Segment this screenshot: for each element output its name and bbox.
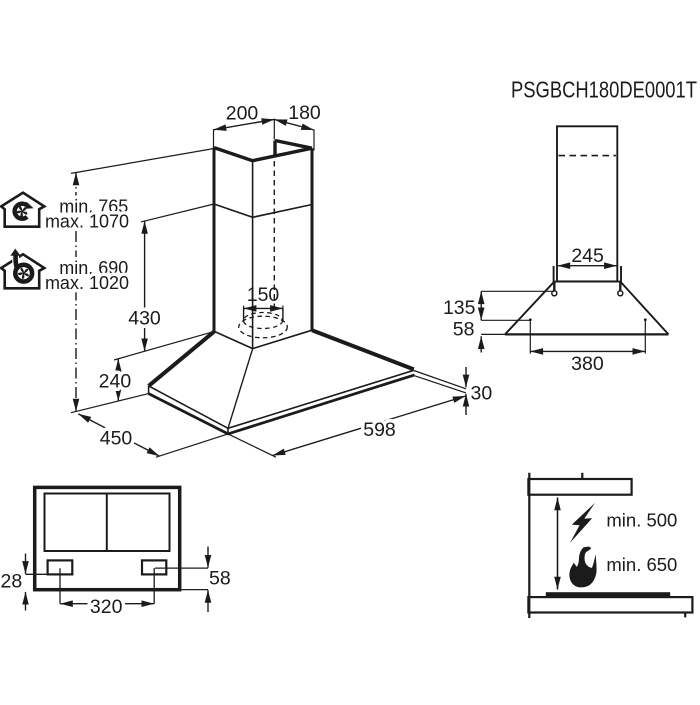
svg-text:150: 150: [247, 284, 280, 306]
svg-text:58: 58: [453, 318, 475, 340]
svg-text:180: 180: [288, 102, 321, 124]
svg-text:58: 58: [209, 568, 231, 590]
svg-text:max. 1020: max. 1020: [45, 273, 129, 293]
svg-text:min. 650: min. 650: [606, 554, 677, 575]
svg-text:200: 200: [226, 103, 259, 125]
svg-text:320: 320: [90, 596, 123, 618]
svg-text:min. 690: min. 690: [59, 258, 128, 278]
svg-text:30: 30: [471, 383, 493, 405]
svg-text:430: 430: [128, 308, 161, 330]
svg-text:450: 450: [100, 428, 133, 450]
svg-text:PSGBCH180DE0001T: PSGBCH180DE0001T: [511, 76, 697, 102]
svg-text:min. 765: min. 765: [59, 197, 128, 217]
svg-text:max. 1070: max. 1070: [45, 212, 129, 232]
svg-text:245: 245: [571, 245, 604, 267]
svg-text:min. 500: min. 500: [606, 509, 677, 530]
svg-text:135: 135: [443, 297, 476, 319]
svg-text:598: 598: [363, 419, 396, 441]
svg-text:28: 28: [1, 570, 23, 592]
svg-text:240: 240: [99, 370, 132, 392]
svg-text:380: 380: [571, 353, 604, 375]
